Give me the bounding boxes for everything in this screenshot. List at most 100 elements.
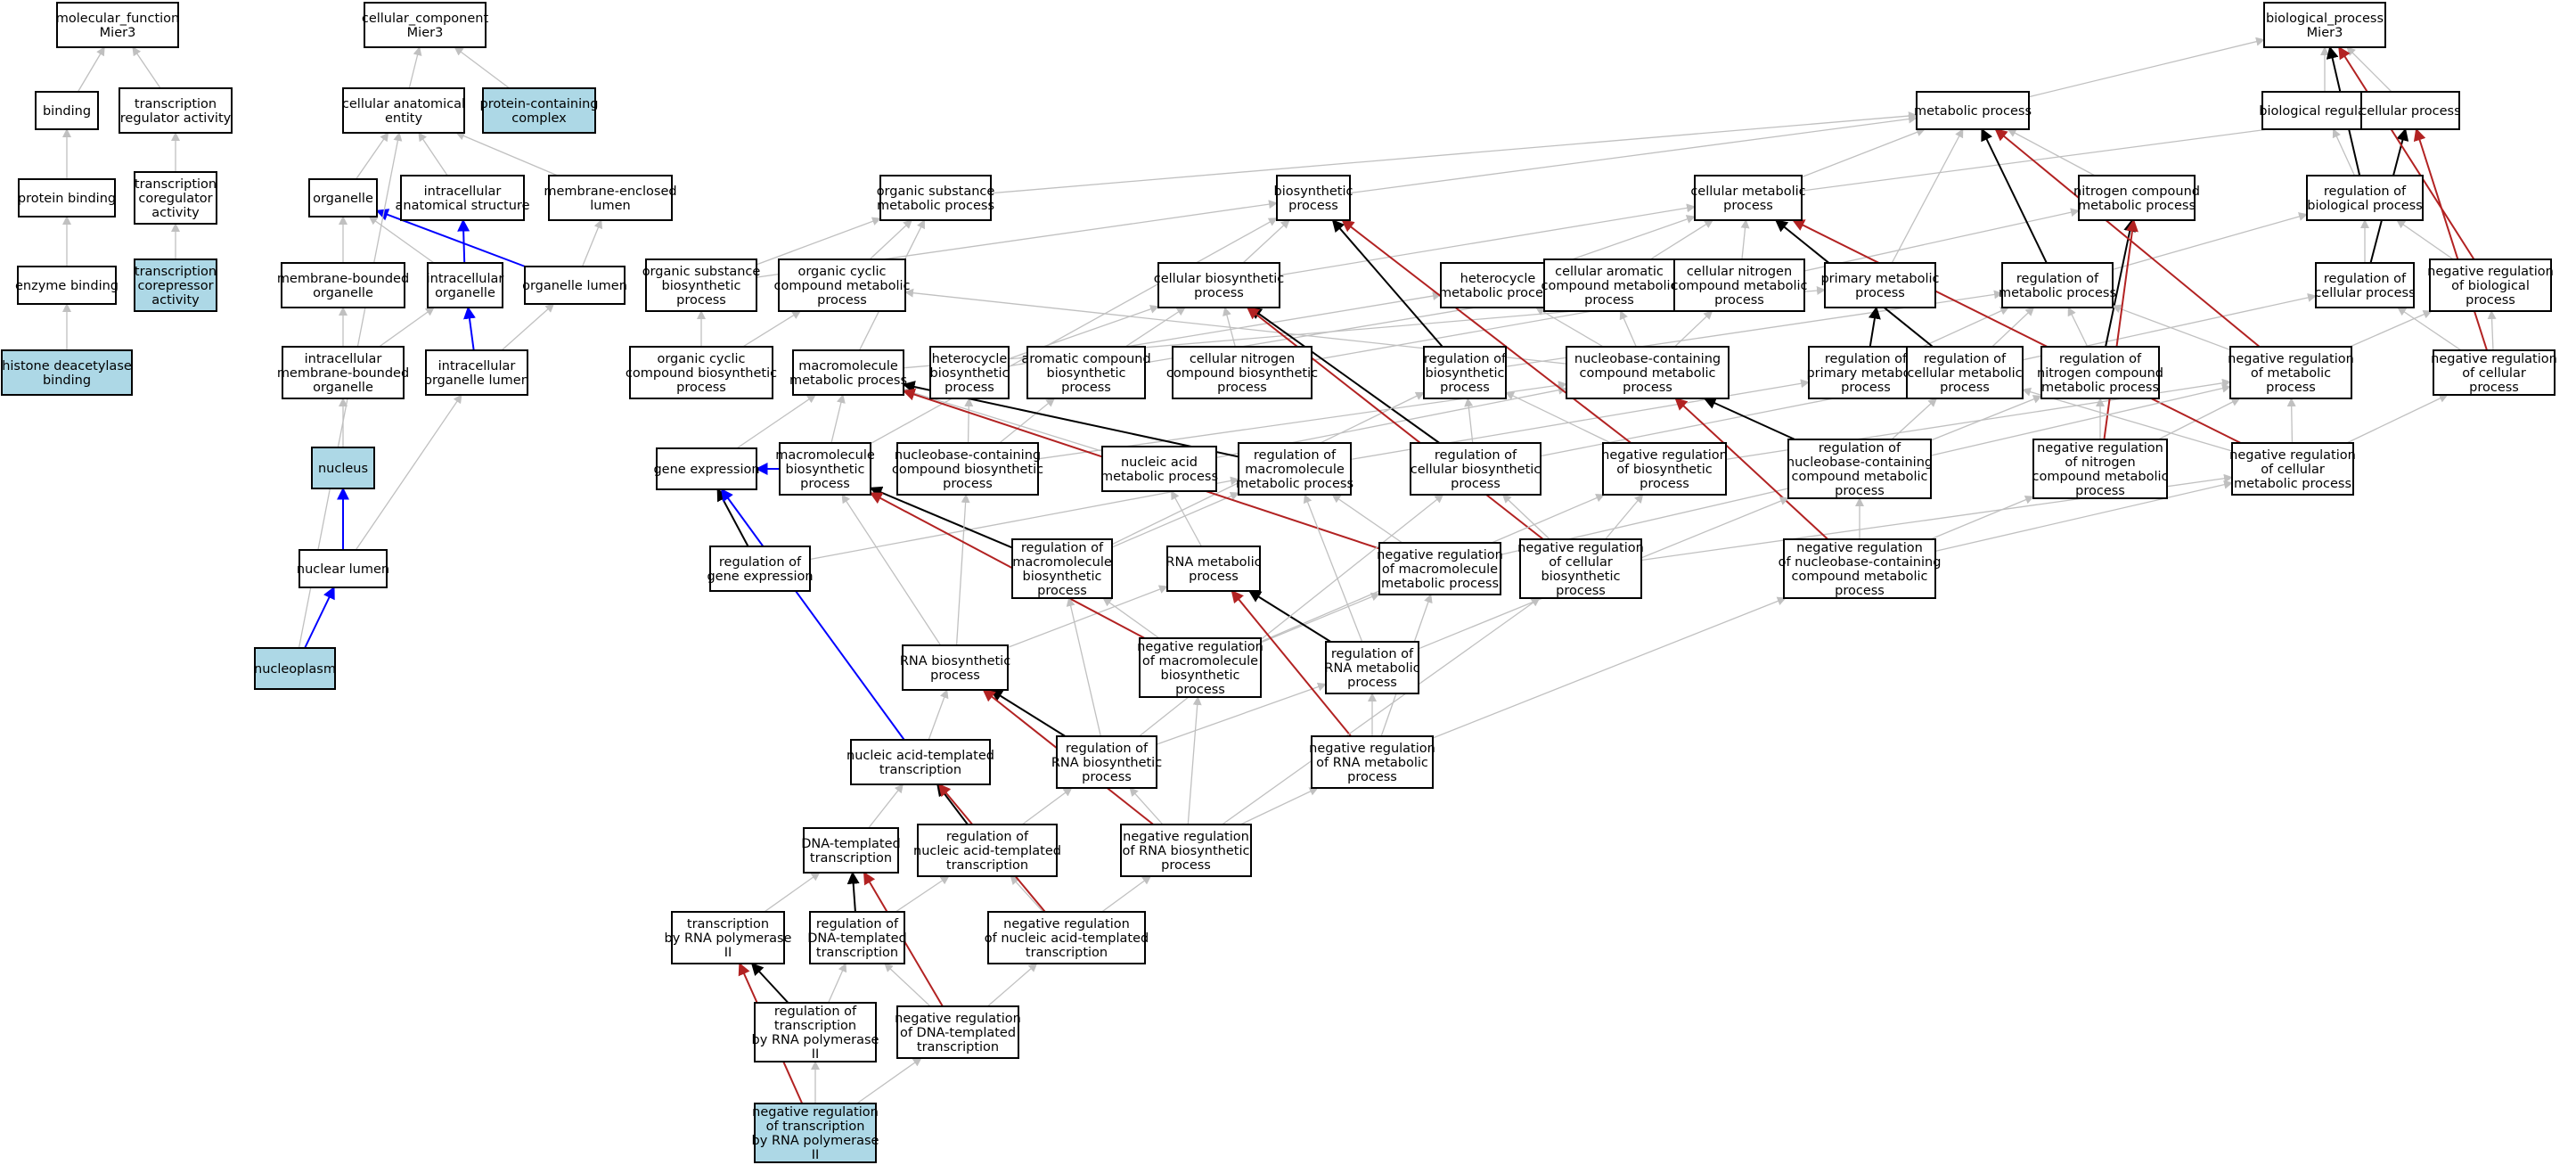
go-term-label-line: cellular_component (362, 12, 489, 26)
edge-is-a-iol-to-ol (501, 303, 555, 351)
go-term-label-line: entity (385, 111, 423, 126)
edge-is-a-mp-to-bp (2028, 37, 2265, 98)
go-term-ol[interactable]: organelle lumen (522, 266, 627, 305)
go-term-nucleus[interactable]: nucleus (311, 447, 375, 489)
go-term-box (1120, 824, 1252, 877)
go-term-mp[interactable]: metabolic process (1914, 91, 2032, 130)
go-term-label-line: metabolic process (789, 373, 907, 388)
go-term-label-line: negative regulation (1517, 541, 1644, 555)
go-term-label-line: heterocycle (932, 352, 1008, 366)
go-term-box (2229, 346, 2352, 399)
go-term-nl[interactable]: nuclear lumen (297, 549, 389, 588)
go-term-binding[interactable]: binding (35, 91, 99, 130)
go-term-ge[interactable]: gene expression (653, 447, 760, 490)
go-term-eb[interactable]: enzyme binding (15, 266, 119, 305)
go-term-box (482, 87, 596, 134)
edge-regulates-rpmp-to-pmp (1868, 306, 1881, 348)
go-term-pb[interactable]: protein binding (18, 178, 116, 217)
edge-is-a-mabp-to-bsp (870, 217, 1278, 445)
go-term-cp[interactable]: cellular process (2359, 91, 2461, 130)
go-term-np[interactable]: nucleoplasm (254, 647, 336, 690)
go-term-label-line: of nucleic acid-templated (985, 931, 1149, 946)
go-term-org[interactable]: organelle (308, 178, 378, 217)
edge-is-a-rtrp2-to-rdtt (828, 963, 847, 1004)
